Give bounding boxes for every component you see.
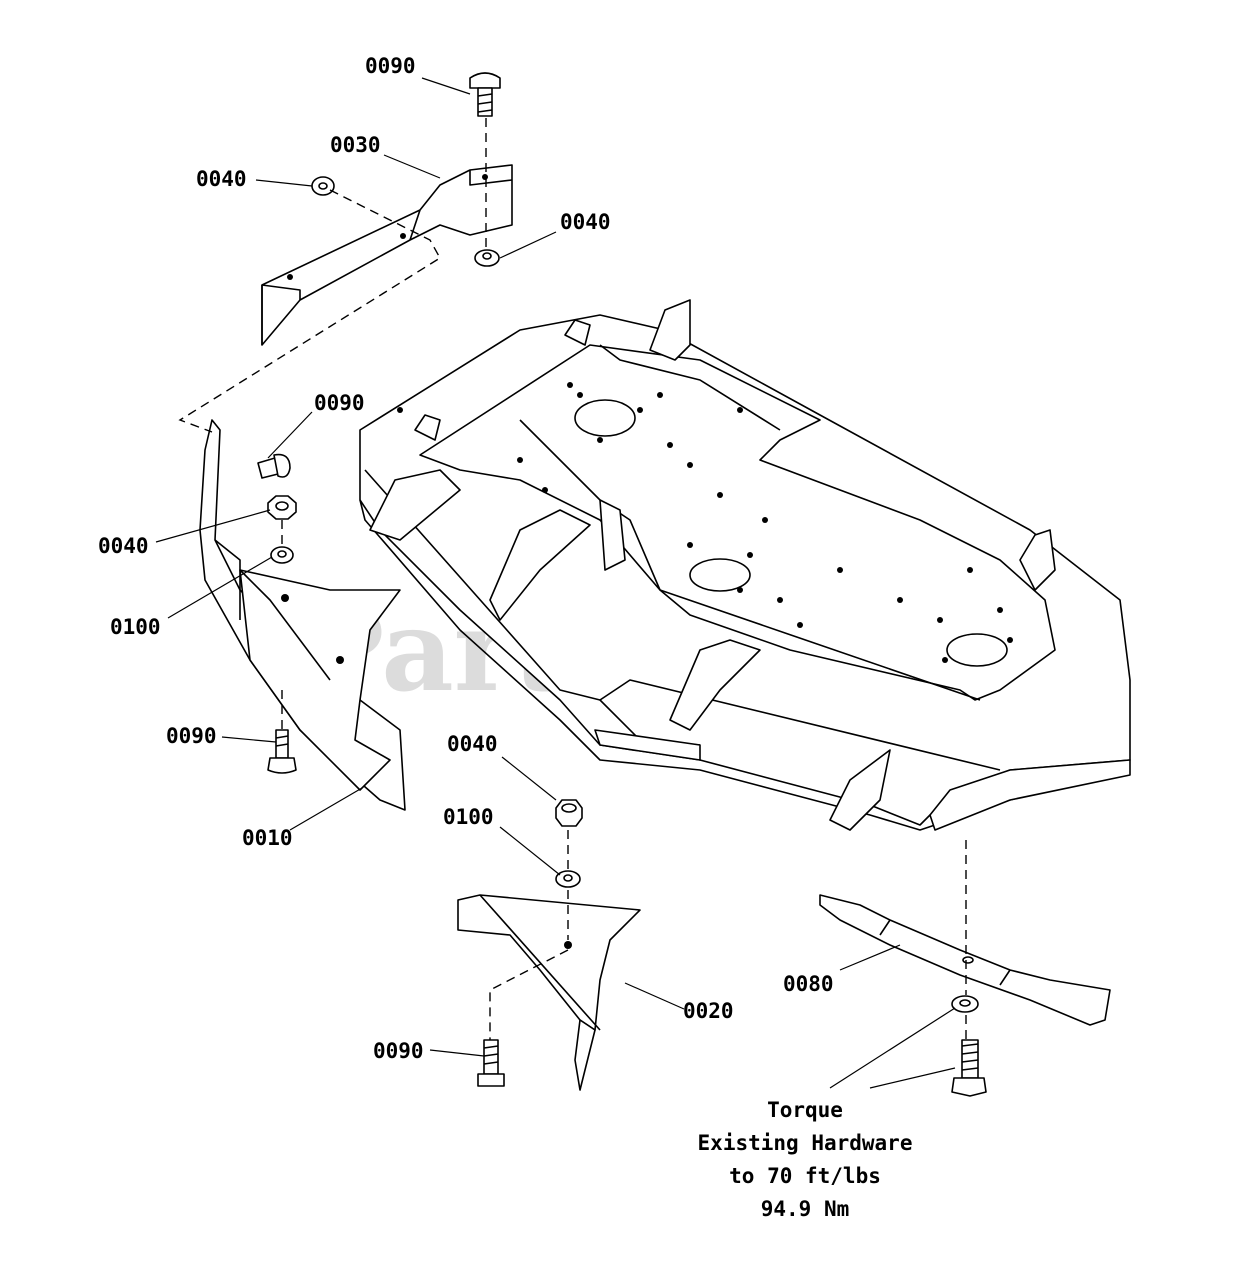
label-bolt-top[interactable]: 0090 <box>365 54 416 78</box>
mower-deck[interactable] <box>359 299 1131 831</box>
label-nut-deflector[interactable]: 0040 <box>447 732 498 756</box>
label-bracket[interactable]: 0030 <box>330 133 381 157</box>
bolt-top[interactable] <box>469 72 501 117</box>
label-bolt-deflector[interactable]: 0090 <box>373 1039 424 1063</box>
note-line-4: 94.9 Nm <box>761 1197 850 1221</box>
note-line-1: Torque <box>767 1098 843 1122</box>
label-blade[interactable]: 0080 <box>783 972 834 996</box>
label-shield[interactable]: 0010 <box>242 826 293 850</box>
nut-top-right[interactable] <box>474 249 500 267</box>
shield-part[interactable] <box>199 419 406 811</box>
leader-lines <box>155 77 956 1089</box>
note-line-3: to 70 ft/lbs <box>729 1164 881 1188</box>
bracket-part[interactable] <box>261 164 513 346</box>
torque-note: Torque Existing Hardware to 70 ft/lbs 94… <box>698 1098 913 1221</box>
label-nut-shield[interactable]: 0040 <box>98 534 149 558</box>
assembly-lines <box>178 118 967 1040</box>
label-washer-deflector[interactable]: 0100 <box>443 805 494 829</box>
nut-deflector[interactable] <box>555 799 583 827</box>
label-nut-top-left[interactable]: 0040 <box>196 167 247 191</box>
label-bolt-shield-upper[interactable]: 0090 <box>314 391 365 415</box>
blade-bolt[interactable] <box>951 1039 987 1097</box>
deflector-part[interactable] <box>457 894 641 1091</box>
part-labels: 0090 0030 0040 0040 0090 0040 0100 0090 … <box>98 54 834 1063</box>
blade-washer[interactable] <box>951 995 979 1013</box>
washer-deflector[interactable] <box>555 870 581 888</box>
bolt-shield-upper[interactable] <box>257 453 291 479</box>
bolt-shield-lower[interactable] <box>267 729 297 774</box>
washer-shield[interactable] <box>270 546 294 564</box>
note-line-2: Existing Hardware <box>698 1131 913 1155</box>
label-deflector[interactable]: 0020 <box>683 999 734 1023</box>
nut-shield[interactable] <box>267 495 297 520</box>
label-nut-top-right[interactable]: 0040 <box>560 210 611 234</box>
label-bolt-shield-lower[interactable]: 0090 <box>166 724 217 748</box>
blade-part[interactable] <box>819 894 1111 1026</box>
nut-top-left[interactable] <box>311 176 335 196</box>
bolt-deflector[interactable] <box>477 1039 505 1087</box>
label-washer-shield[interactable]: 0100 <box>110 615 161 639</box>
